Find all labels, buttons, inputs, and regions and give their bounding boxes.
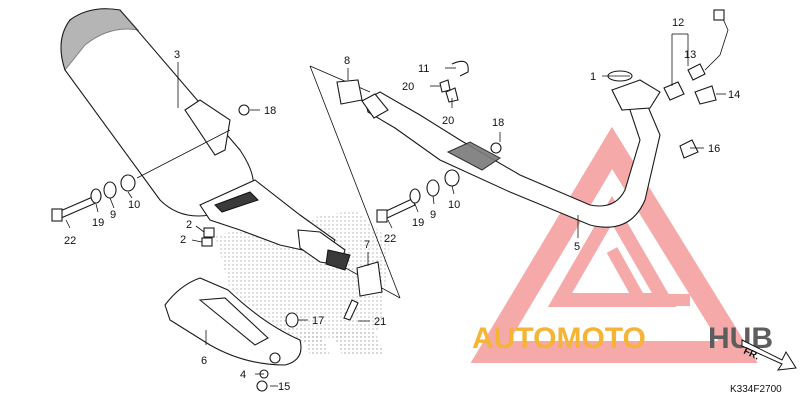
- callout-10-right: 10: [448, 199, 460, 211]
- watermark-text: AUTOMOTO HUB: [472, 322, 773, 355]
- callout-1: 1: [590, 71, 596, 83]
- callout-2-upper: 2: [186, 219, 192, 231]
- callout-10-left: 10: [128, 199, 140, 211]
- callout-16: 16: [708, 143, 720, 155]
- callout-19-right: 19: [412, 217, 424, 229]
- callout-18-left: 18: [264, 105, 276, 117]
- callout-8: 8: [344, 55, 350, 67]
- callout-18-right: 18: [492, 117, 504, 129]
- watermark-automoto: AUTOMOTO: [472, 322, 646, 355]
- callout-21: 21: [374, 316, 386, 328]
- honda-wing-decal: [215, 210, 390, 355]
- callout-15: 15: [278, 381, 290, 393]
- watermark-triangle-logo: [470, 126, 758, 363]
- callout-22-right: 22: [384, 233, 396, 245]
- callout-11: 11: [418, 63, 429, 75]
- callout-13: 13: [684, 49, 696, 61]
- callout-4: 4: [240, 369, 246, 381]
- fasteners: [51, 104, 502, 392]
- callout-9-left: 9: [110, 209, 116, 221]
- exhaust-pipe: [361, 79, 661, 228]
- callout-7: 7: [364, 239, 370, 251]
- callout-19-left: 19: [92, 217, 104, 229]
- callout-leaders: [65, 33, 726, 387]
- callout-12: 12: [672, 17, 684, 29]
- arrow-icon: [741, 339, 797, 371]
- callout-5: 5: [574, 241, 580, 253]
- figure-code: K334F2700: [730, 384, 782, 395]
- callout-labels: 3 18 1 12 13 14 16 5 18 11 20 20 8 7 21 …: [64, 17, 740, 393]
- callout-22-left: 22: [64, 235, 76, 247]
- callout-2-lower: 2: [180, 234, 186, 246]
- heat-protector: [164, 277, 302, 366]
- callout-14: 14: [728, 89, 740, 101]
- callout-9-right: 9: [430, 209, 436, 221]
- callout-6: 6: [201, 355, 207, 367]
- callout-20-bottom: 20: [442, 115, 454, 127]
- callout-3: 3: [174, 49, 180, 61]
- watermark-hub: HUB: [708, 322, 773, 355]
- muffler-assembly: [60, 8, 351, 271]
- callout-20-top: 20: [402, 81, 414, 93]
- callout-17: 17: [312, 315, 324, 327]
